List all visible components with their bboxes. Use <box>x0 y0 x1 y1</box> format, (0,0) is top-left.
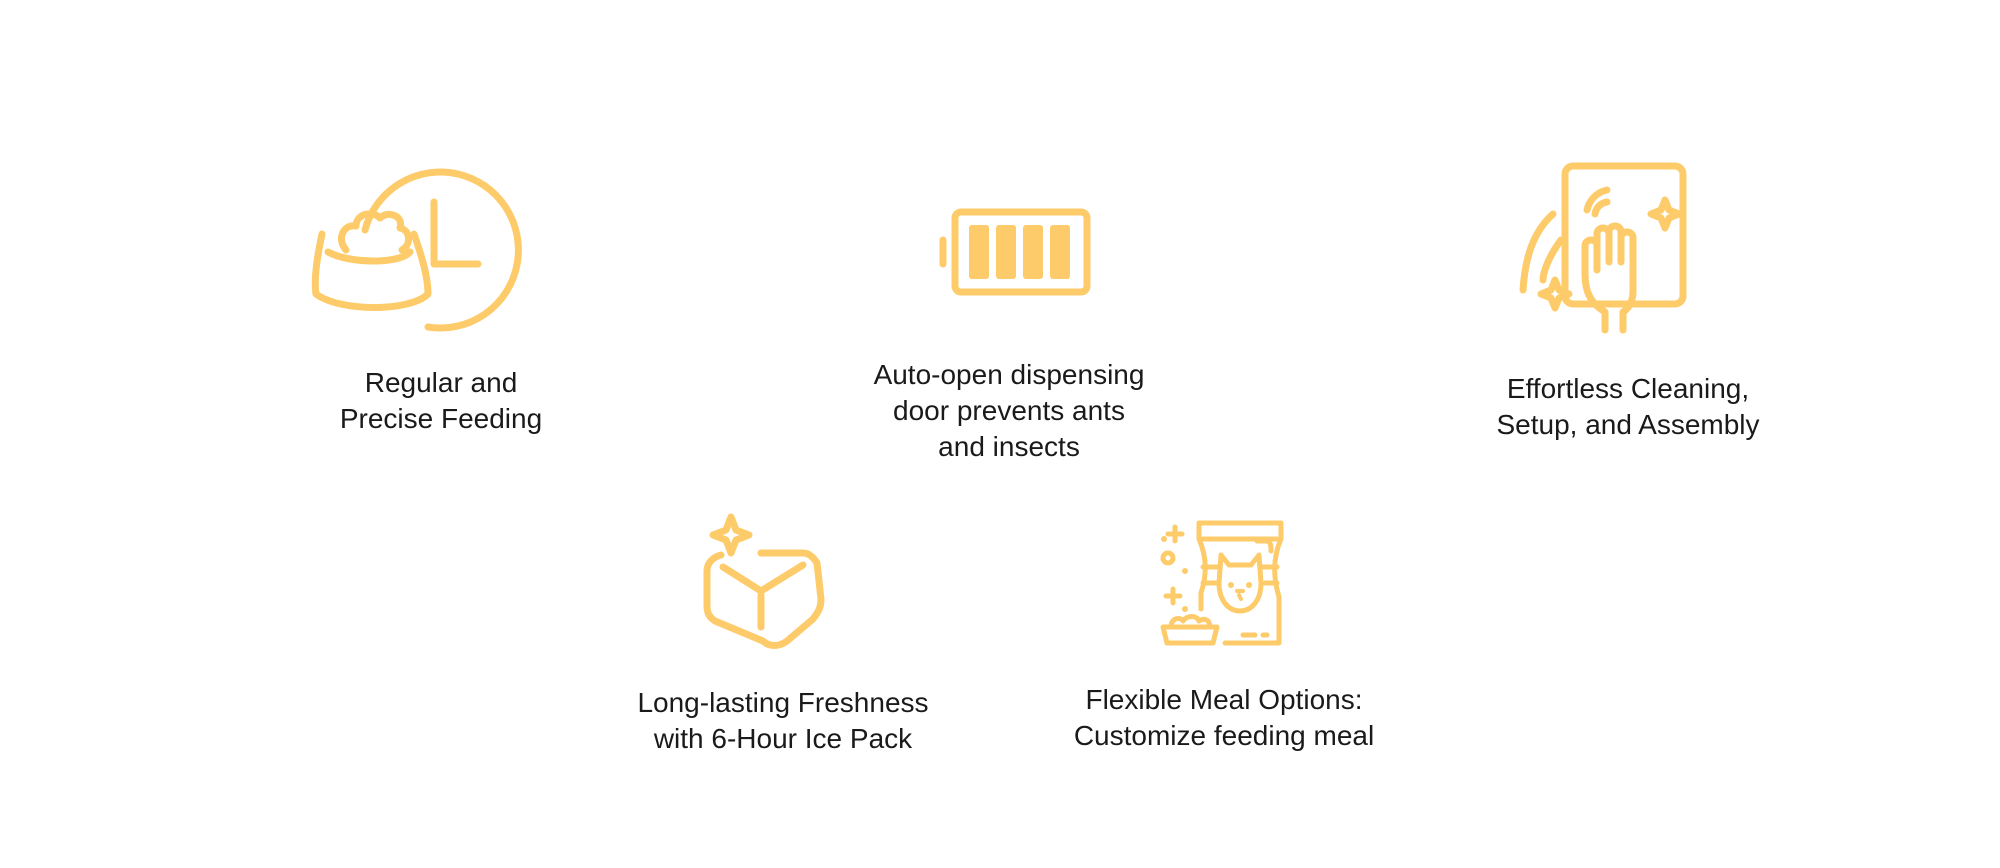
feature-label: Auto-open dispensing door prevents ants … <box>799 357 1219 465</box>
feature-label-line: Effortless Cleaning, <box>1506 373 1750 404</box>
feature-label-line: with 6-Hour Ice Pack <box>653 723 913 754</box>
feature-label-line: Long-lasting Freshness <box>637 687 929 718</box>
feature-label: Effortless Cleaning, Setup, and Assembly <box>1418 371 1838 443</box>
feature-label-line: Setup, and Assembly <box>1496 409 1760 440</box>
ice-cube-sparkle-icon <box>703 513 825 651</box>
feature-label-line: Auto-open dispensing <box>873 359 1145 390</box>
feature-label: Regular and Precise Feeding <box>231 365 651 437</box>
feature-label: Flexible Meal Options: Customize feeding… <box>1014 682 1434 754</box>
feature-label-line: Precise Feeding <box>339 403 543 434</box>
hand-wiping-panel-icon <box>1515 162 1687 334</box>
feature-label: Long-lasting Freshness with 6-Hour Ice P… <box>573 685 993 757</box>
feature-label-line: Regular and <box>364 367 518 398</box>
clock-food-bowl-icon <box>310 168 522 332</box>
feature-label-line: Customize feeding meal <box>1073 720 1375 751</box>
cat-food-bag-icon <box>1159 517 1285 649</box>
feature-label-line: and insects <box>938 431 1080 462</box>
battery-full-icon <box>939 208 1091 296</box>
feature-label-line: door prevents ants <box>893 395 1125 426</box>
feature-label-line: Flexible Meal Options: <box>1085 684 1363 715</box>
